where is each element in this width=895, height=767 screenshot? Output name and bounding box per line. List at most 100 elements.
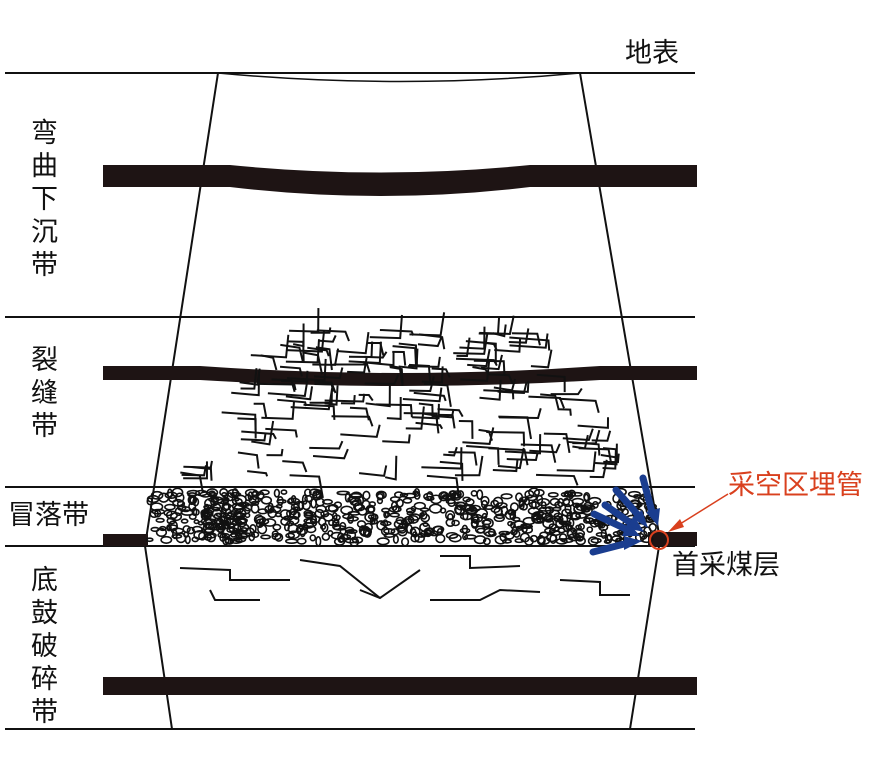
rubble-fragment bbox=[327, 503, 339, 513]
crack bbox=[589, 459, 608, 479]
label-bending-zone: 弯曲下沉带 bbox=[26, 118, 57, 283]
crack bbox=[578, 447, 612, 463]
crack bbox=[265, 427, 298, 438]
rubble-fragment bbox=[149, 509, 160, 519]
rubble-fragment bbox=[512, 516, 521, 522]
rubble-fragment bbox=[498, 530, 511, 536]
rubble-fragment bbox=[500, 493, 513, 500]
rubble-fragment bbox=[433, 525, 445, 534]
rubble-fragment bbox=[219, 515, 226, 526]
rubble-fragment bbox=[327, 530, 334, 537]
rubble-fragment bbox=[321, 532, 331, 541]
crack bbox=[508, 328, 530, 344]
crack bbox=[314, 367, 344, 380]
rubble-fragment bbox=[494, 535, 507, 545]
rubble-fragment bbox=[216, 498, 230, 505]
rubble-fragment bbox=[553, 526, 560, 533]
crack bbox=[181, 465, 207, 477]
goaf-pipe-pointer-arrow bbox=[668, 493, 729, 532]
rubble-fragment bbox=[515, 492, 524, 502]
crack bbox=[567, 440, 601, 456]
rubble-fragment bbox=[555, 518, 565, 529]
crack bbox=[240, 432, 267, 442]
rubble-fragment bbox=[522, 516, 536, 526]
crack bbox=[557, 408, 572, 416]
crack bbox=[600, 453, 618, 461]
crack bbox=[333, 363, 371, 373]
crack bbox=[312, 448, 349, 460]
crack bbox=[455, 357, 498, 367]
rubble-fragment bbox=[186, 526, 195, 535]
rubble-fragment bbox=[206, 533, 216, 543]
rubble-fragment bbox=[439, 507, 447, 514]
rubble-fragment bbox=[349, 536, 360, 548]
rubble-fragment bbox=[199, 491, 212, 498]
label-fracture-zone: 裂缝带 bbox=[26, 345, 57, 444]
rubble-fragment bbox=[603, 539, 611, 544]
rubble-fragment bbox=[419, 512, 426, 518]
rubble-fragment bbox=[273, 488, 281, 498]
rubble-fragment bbox=[180, 509, 195, 516]
rubble-fragment bbox=[358, 525, 367, 536]
rubble-fragment bbox=[481, 519, 492, 526]
crack bbox=[421, 366, 444, 384]
crack bbox=[488, 373, 514, 385]
crack bbox=[462, 427, 495, 445]
rubble-fragment bbox=[324, 504, 338, 512]
crack bbox=[492, 459, 519, 473]
rubble-fragment bbox=[410, 533, 420, 543]
rubble-fragment bbox=[454, 505, 463, 515]
rubble-fragment bbox=[561, 520, 568, 528]
rubble-fragment bbox=[509, 502, 519, 512]
rubble-fragment bbox=[344, 526, 355, 534]
crack bbox=[250, 334, 290, 359]
rubble-fragment bbox=[583, 492, 591, 502]
rubble-fragment bbox=[163, 509, 173, 517]
crack bbox=[290, 388, 334, 411]
rubble-fragment bbox=[276, 496, 284, 506]
rubble-fragment bbox=[536, 534, 546, 545]
crack bbox=[460, 360, 491, 382]
rubble-fragment bbox=[257, 508, 269, 515]
crack bbox=[498, 415, 533, 440]
rubble-fragment bbox=[519, 532, 531, 543]
rubble-fragment bbox=[499, 532, 507, 542]
rubble-fragment bbox=[309, 515, 318, 525]
rubble-fragment bbox=[197, 520, 204, 526]
gas-flow-arrows bbox=[589, 474, 660, 556]
rubble-fragment bbox=[451, 519, 460, 527]
rubble-fragment bbox=[569, 491, 583, 497]
rubble-fragment bbox=[357, 495, 365, 506]
crack bbox=[402, 387, 443, 403]
rubble-fragment bbox=[234, 494, 247, 505]
rubble-fragment bbox=[592, 519, 602, 525]
rubble-fragment bbox=[419, 507, 430, 513]
rubble-fragment bbox=[285, 538, 299, 544]
crack bbox=[314, 380, 337, 394]
rubble-fragment bbox=[465, 498, 475, 506]
crack bbox=[454, 455, 484, 477]
rubble-fragment bbox=[539, 531, 549, 539]
rubble-fragment bbox=[254, 497, 262, 503]
goaf-pipe-marker bbox=[649, 530, 669, 550]
label-goaf-pipe: 采空区埋管 bbox=[728, 470, 863, 501]
rubble-fragment bbox=[510, 521, 516, 529]
crack bbox=[221, 411, 257, 431]
rubble-fragment bbox=[392, 534, 399, 544]
label-caving-zone: 冒落带 bbox=[8, 500, 89, 531]
crack bbox=[511, 332, 541, 346]
rubble-fragment bbox=[524, 489, 535, 499]
coal-seam-right bbox=[648, 532, 697, 546]
crack bbox=[509, 336, 551, 351]
rubble-fragment bbox=[172, 529, 178, 540]
rubble-fragment bbox=[514, 538, 524, 544]
rubble-fragment bbox=[543, 514, 554, 523]
crack bbox=[382, 434, 411, 444]
crack bbox=[314, 383, 334, 392]
rubble-fragment bbox=[296, 523, 304, 533]
rubble-fragment bbox=[493, 514, 505, 523]
crack bbox=[364, 351, 388, 359]
floor-heave-cracks bbox=[179, 555, 630, 601]
rubble-fragment bbox=[490, 499, 500, 508]
label-floor-heave-zone: 底鼓破碎带 bbox=[26, 565, 57, 730]
